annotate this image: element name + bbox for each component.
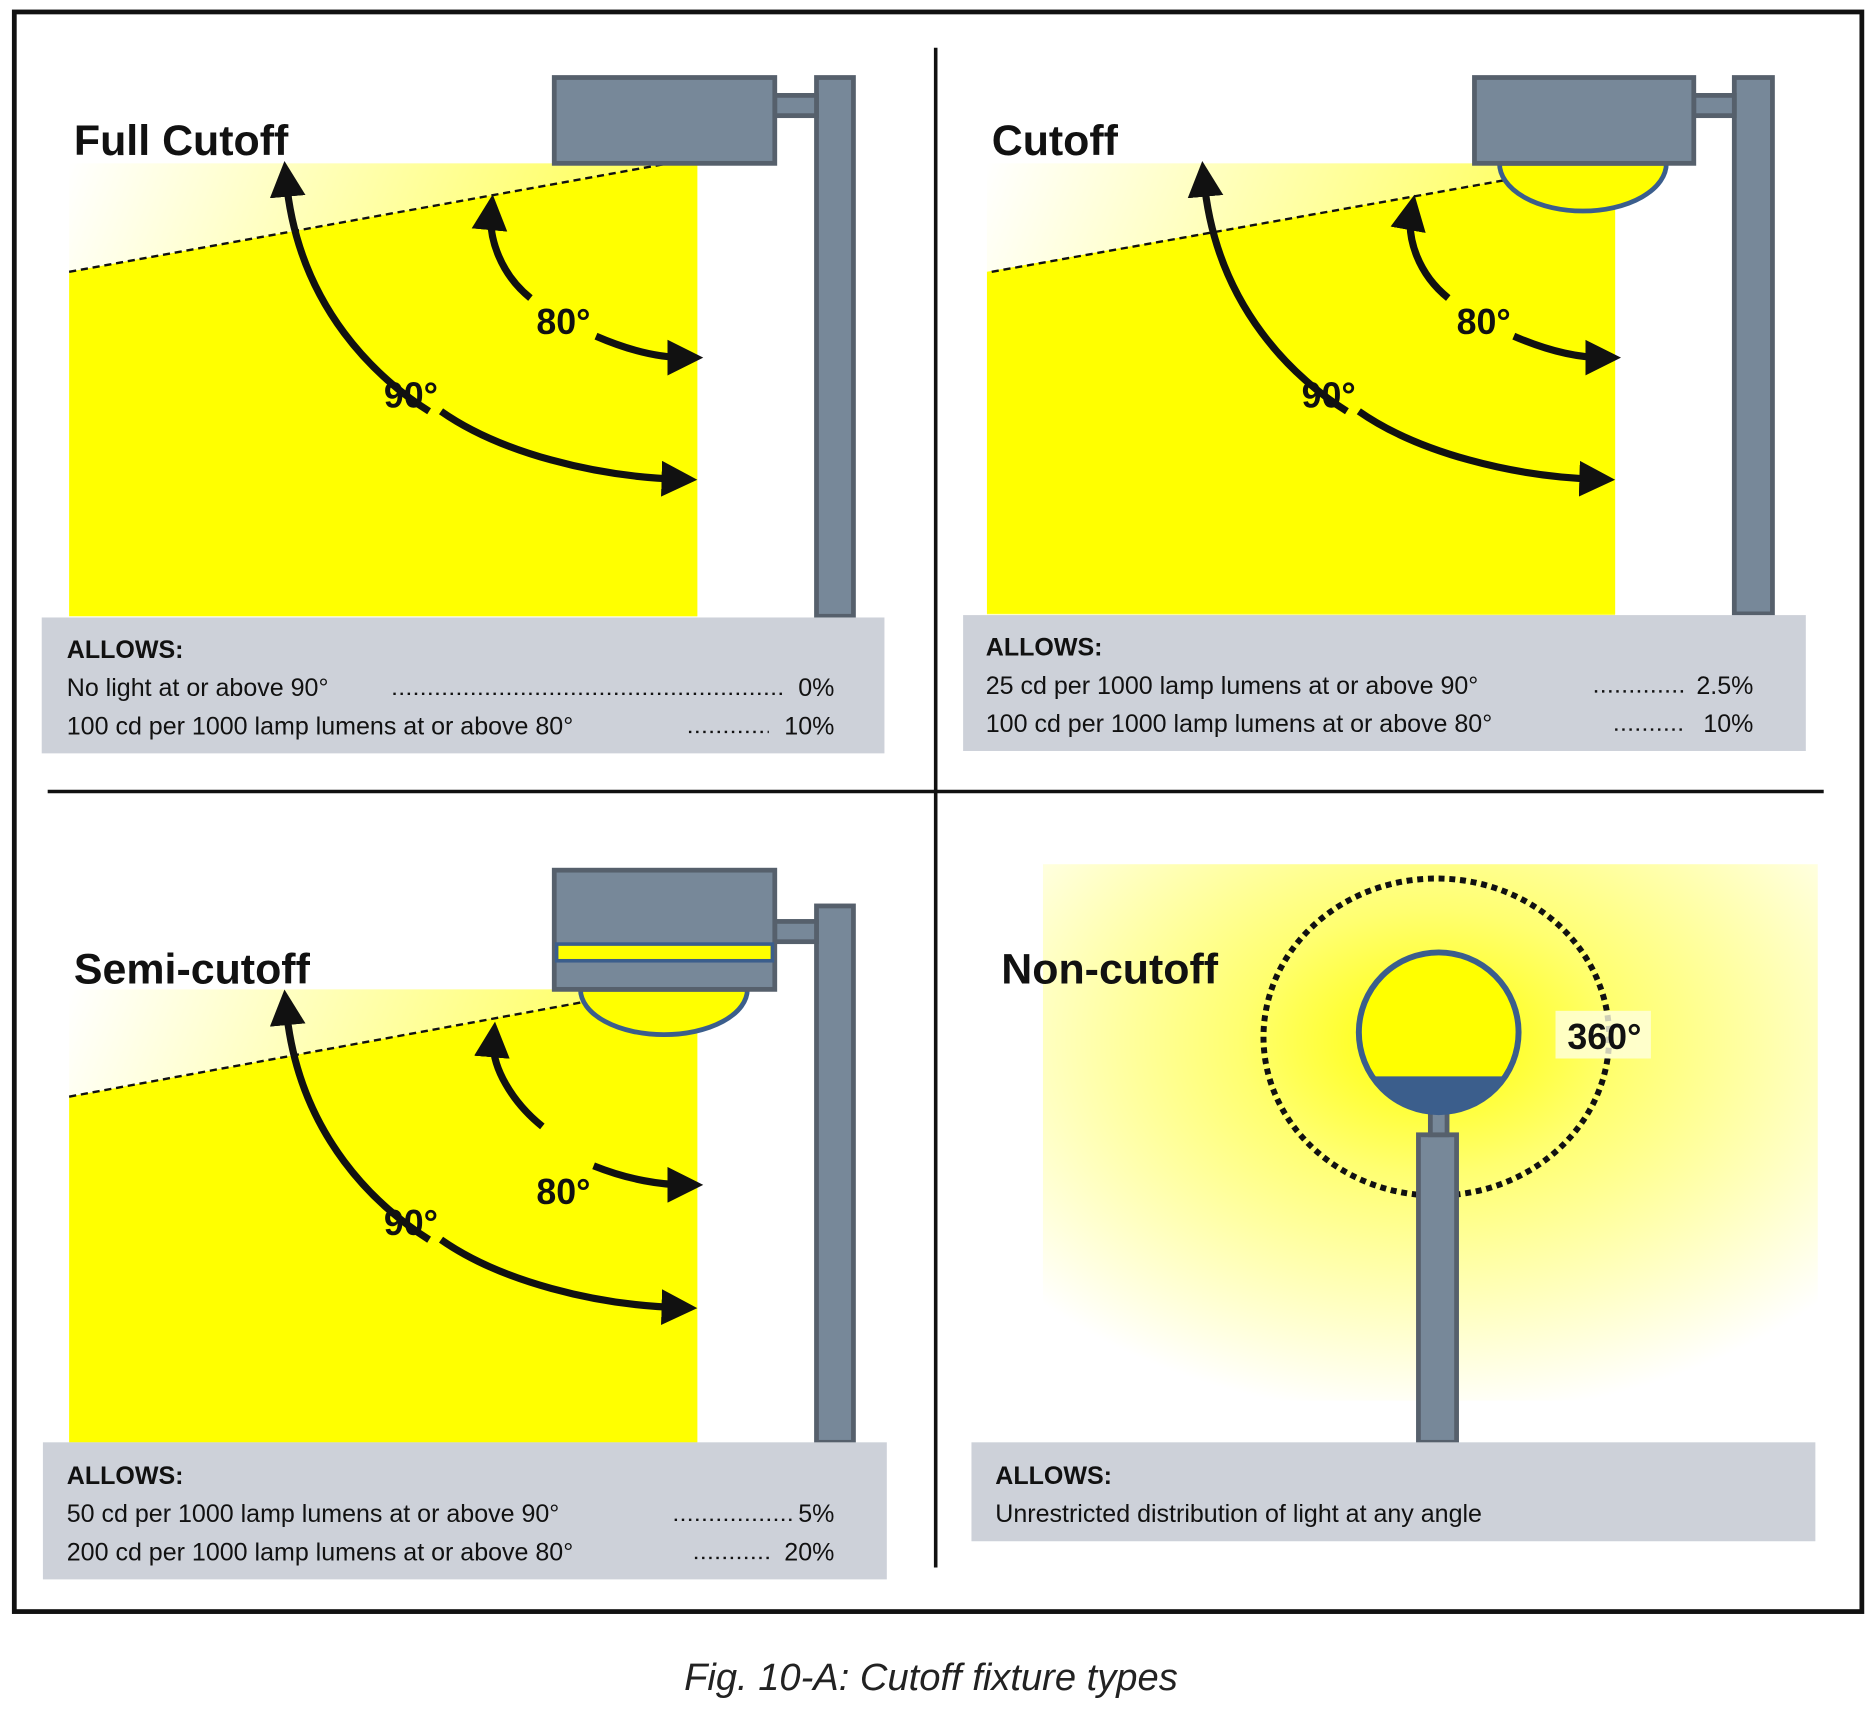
angle-90-arrow bbox=[1187, 161, 1349, 415]
allows-row-text: Unrestricted distribution of light at an… bbox=[995, 1500, 1482, 1528]
light-area bbox=[986, 176, 1616, 614]
allows-label: ALLOWS: bbox=[986, 634, 1103, 662]
panel-full-cutoff: Full Cutoff 90° 80° ALLOWS: No light at … bbox=[41, 75, 885, 754]
panel-title: Full Cutoff bbox=[74, 117, 289, 165]
panel-non-cutoff: Non-cutoff 360° ALLOWS: Unrestricted dis… bbox=[971, 864, 1818, 1542]
allows-row-value: 10% bbox=[784, 712, 834, 740]
angle-80-label: 80° bbox=[536, 302, 590, 342]
pole bbox=[814, 75, 856, 619]
allows-row-text: 100 cd per 1000 lamp lumens at or above … bbox=[67, 712, 573, 740]
fixture-housing bbox=[1472, 75, 1697, 166]
panel-title: Cutoff bbox=[992, 117, 1119, 165]
allows-label: ALLOWS: bbox=[995, 1462, 1112, 1490]
angle-90-label: 90° bbox=[384, 1203, 438, 1243]
allows-box bbox=[41, 617, 885, 754]
light-area bbox=[69, 160, 698, 617]
panel-title: Non-cutoff bbox=[1001, 945, 1219, 993]
allows-row-value: 0% bbox=[798, 674, 834, 702]
fixture-housing bbox=[551, 867, 778, 992]
angle-90-arrow bbox=[438, 408, 698, 497]
arm bbox=[772, 93, 819, 119]
allows-row-value: 5% bbox=[798, 1500, 834, 1528]
outer-frame bbox=[11, 9, 1865, 1614]
angle-90-arrow bbox=[1356, 408, 1616, 497]
cutoff-line bbox=[68, 994, 621, 1098]
pole bbox=[1416, 1132, 1459, 1445]
cutoff-line bbox=[991, 175, 1526, 273]
angle-80-label: 80° bbox=[1457, 302, 1511, 342]
allows-row-text: No light at or above 90° bbox=[67, 674, 329, 702]
fixture-light-band bbox=[554, 942, 775, 963]
fixture-housing bbox=[551, 75, 778, 166]
angle-90-arrow bbox=[269, 989, 432, 1243]
angle-80-arrow bbox=[1512, 332, 1622, 376]
panel-title: Semi-cutoff bbox=[74, 945, 311, 993]
allows-row-value: 20% bbox=[784, 1538, 834, 1566]
allows-row-text: 100 cd per 1000 lamp lumens at or above … bbox=[986, 710, 1492, 738]
angle-80-arrow bbox=[592, 1162, 704, 1203]
light-area bbox=[69, 995, 698, 1443]
panel-cutoff: Cutoff 90° 80° ALLOWS: 25 cd per 1000 la… bbox=[963, 75, 1806, 751]
allows-row-text: 200 cd per 1000 lamp lumens at or above … bbox=[67, 1538, 573, 1566]
arm bbox=[772, 919, 819, 945]
cutoff-line bbox=[68, 159, 683, 273]
angle-80-arrow bbox=[594, 332, 704, 376]
figure-caption: Fig. 10-A: Cutoff fixture types bbox=[684, 1656, 1178, 1699]
angle-90-label: 90° bbox=[384, 376, 438, 416]
angle-80-arrow bbox=[1390, 194, 1451, 301]
angle-90-arrow bbox=[269, 161, 432, 415]
angle-80-label: 80° bbox=[536, 1172, 590, 1212]
allows-label: ALLOWS: bbox=[67, 1462, 184, 1490]
angle-90-arrow bbox=[438, 1236, 698, 1325]
pole bbox=[814, 903, 856, 1445]
angle-90-label: 90° bbox=[1302, 376, 1356, 416]
fixture-lens bbox=[578, 986, 750, 1038]
fixture-lens bbox=[1497, 160, 1669, 214]
angle-80-arrow bbox=[471, 194, 533, 301]
allows-row-text: 25 cd per 1000 lamp lumens at or above 9… bbox=[986, 672, 1479, 700]
globe-base bbox=[1370, 1076, 1507, 1115]
allows-row-value: 10% bbox=[1703, 710, 1753, 738]
panel-semi-cutoff: Semi-cutoff 90° 80° ALLOWS: 50 cd per 10… bbox=[42, 867, 887, 1580]
angle-80-arrow bbox=[474, 1021, 545, 1130]
allows-box bbox=[971, 1442, 1816, 1542]
arm bbox=[1691, 93, 1737, 119]
angle-360-label: 360° bbox=[1567, 1017, 1641, 1057]
allows-row-text: 50 cd per 1000 lamp lumens at or above 9… bbox=[67, 1500, 560, 1528]
allows-label: ALLOWS: bbox=[67, 636, 184, 664]
allows-box bbox=[42, 1442, 887, 1580]
allows-row-value: 2.5% bbox=[1696, 672, 1753, 700]
pole bbox=[1731, 75, 1775, 617]
